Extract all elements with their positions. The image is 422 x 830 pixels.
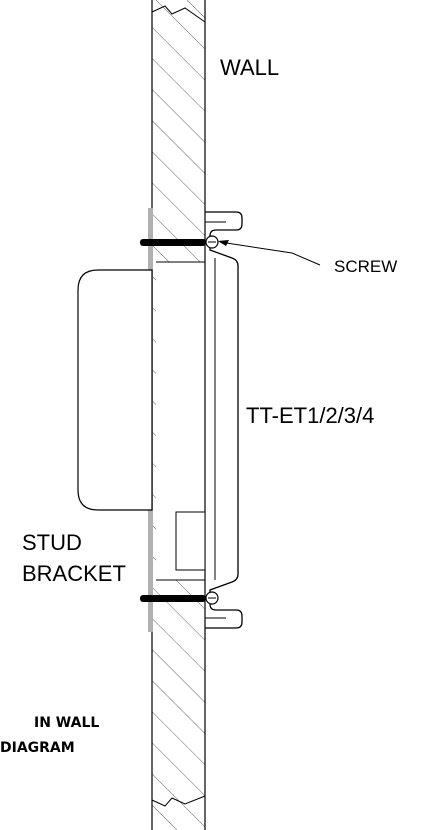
- product-label: TT-ET1/2/3/4: [246, 403, 374, 428]
- caption-line2: DIAGRAM: [0, 740, 75, 756]
- screw-leader: [218, 240, 321, 266]
- electrical-box: [77, 269, 206, 571]
- screw-label: SCREW: [334, 257, 397, 276]
- wall-label: WALL: [220, 55, 279, 80]
- trim-plate: [205, 211, 243, 629]
- caption-line1: IN WALL: [34, 715, 99, 731]
- stud-label: STUD: [22, 530, 82, 555]
- bracket-label: BRACKET: [22, 561, 126, 586]
- wall-section: [151, 0, 206, 830]
- top-screw: [140, 235, 219, 249]
- bottom-screw: [140, 591, 219, 605]
